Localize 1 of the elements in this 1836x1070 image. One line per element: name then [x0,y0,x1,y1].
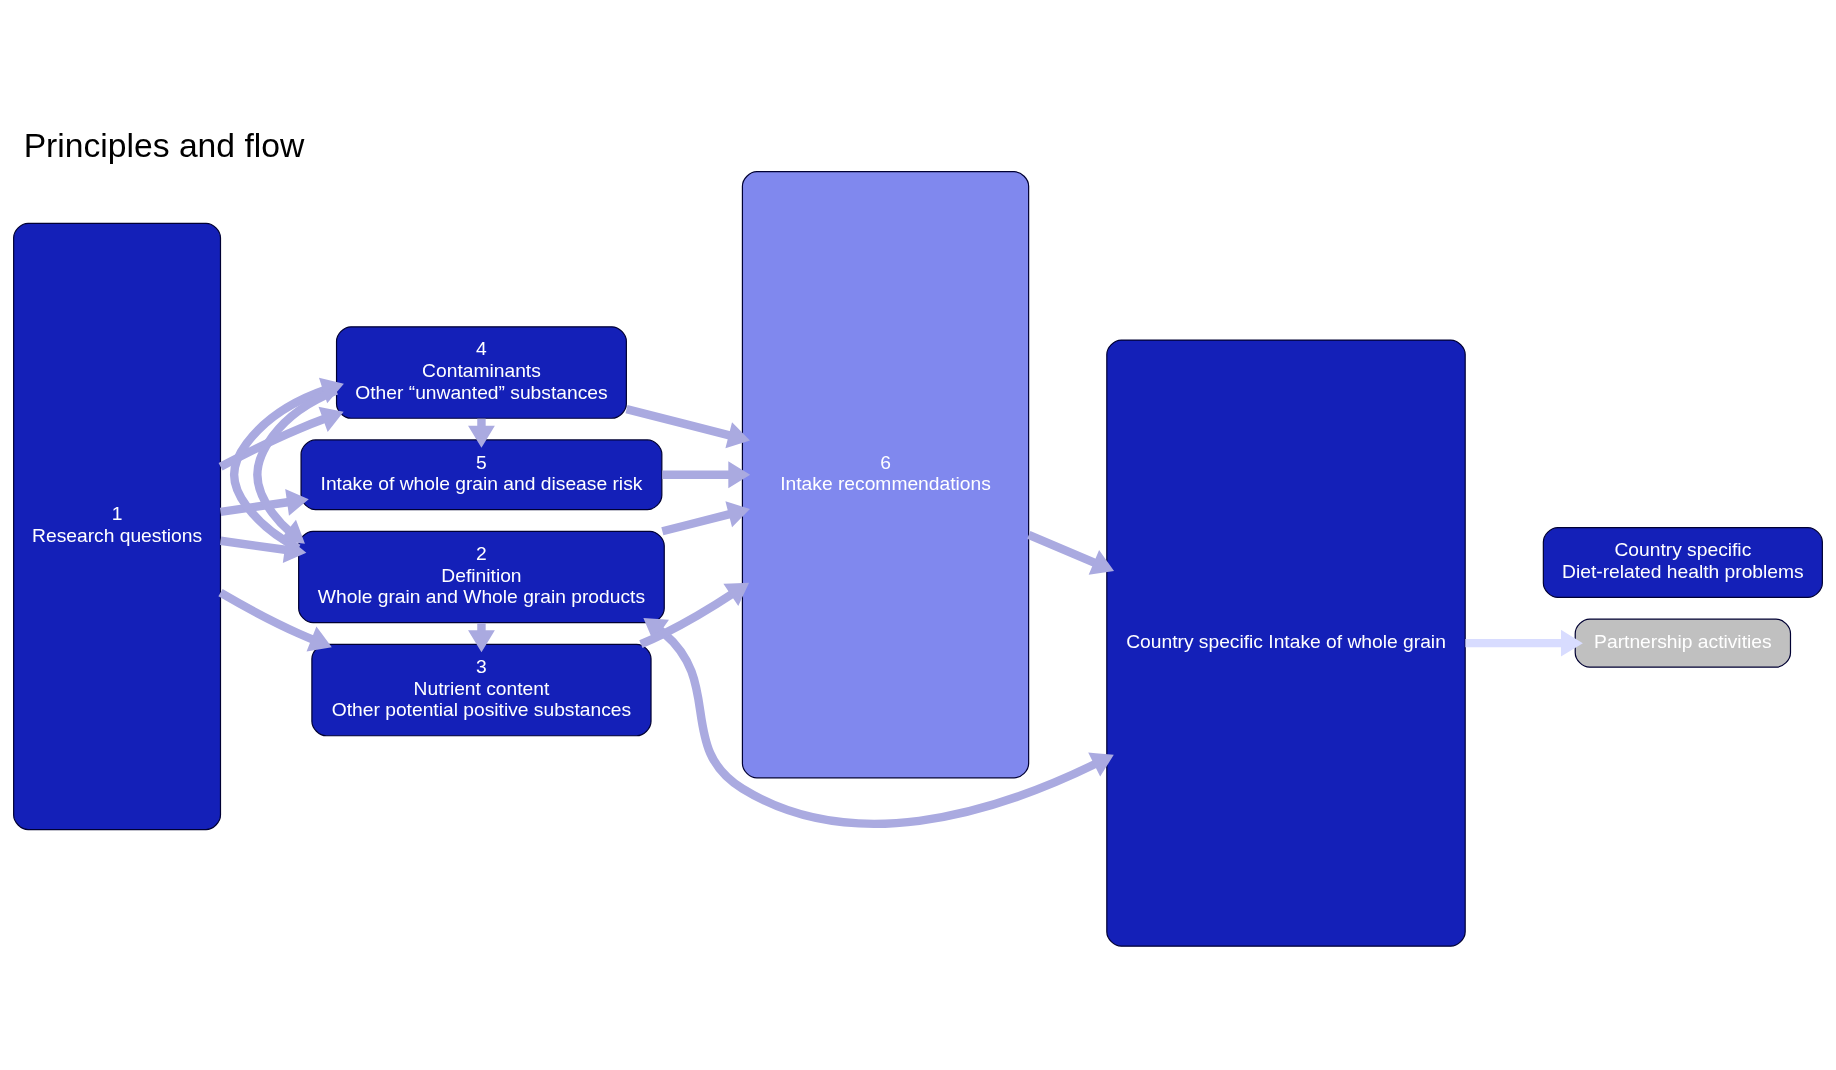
diagram-title: Principles and flow [23,126,305,164]
